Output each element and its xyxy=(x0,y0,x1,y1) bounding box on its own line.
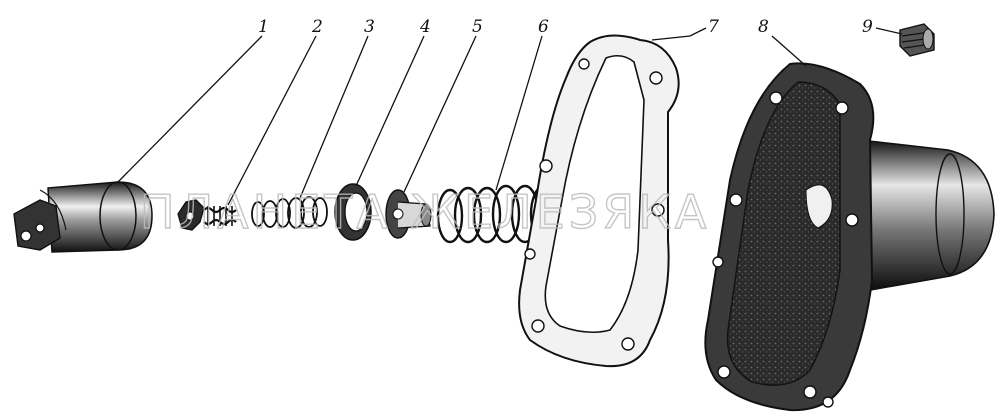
watermark-text: ПЛАНЕТА ЖЕЛЕЗЯКА xyxy=(140,185,710,239)
callout-3: 3 xyxy=(364,17,375,37)
part-3-spring xyxy=(251,196,328,229)
callout-6: 6 xyxy=(538,17,549,37)
leader-lines xyxy=(117,27,903,206)
part-4-washer xyxy=(334,183,372,241)
part-8-cover xyxy=(704,62,995,412)
part-9-plug xyxy=(899,23,935,57)
callout-5: 5 xyxy=(472,17,483,37)
callout-1: 1 xyxy=(258,17,269,37)
callout-numbers: 1 2 3 4 5 6 7 8 9 xyxy=(258,17,873,37)
part-1-sleeve xyxy=(13,181,153,253)
callout-7: 7 xyxy=(708,17,719,37)
callout-4: 4 xyxy=(419,17,431,37)
callout-2: 2 xyxy=(311,17,323,37)
callout-8: 8 xyxy=(758,17,769,37)
callout-9: 9 xyxy=(862,17,873,37)
part-7-gasket xyxy=(518,34,680,368)
part-2-valve xyxy=(177,199,237,231)
part-5-spring-cup xyxy=(385,189,432,239)
